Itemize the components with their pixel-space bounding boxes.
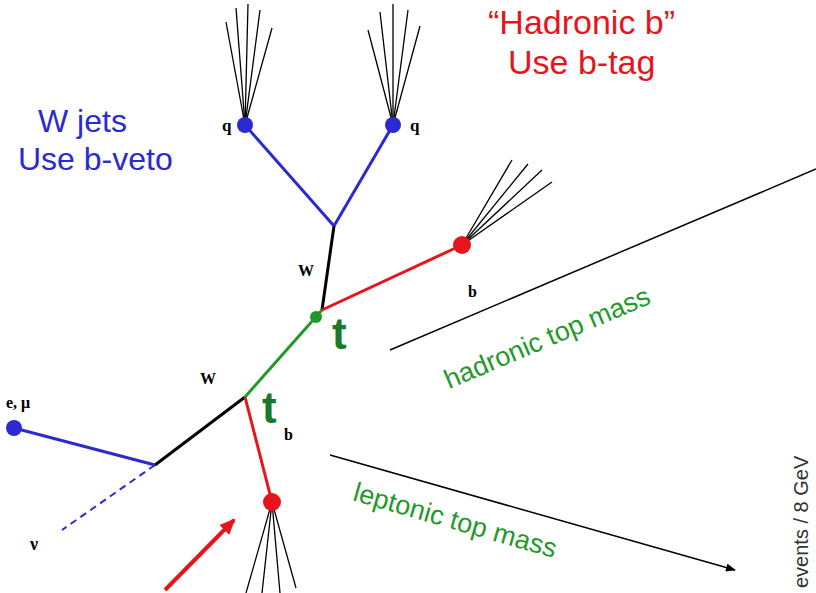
neutrino-line (62, 465, 155, 530)
particle-label: W (298, 262, 314, 280)
lepton-dot (6, 420, 22, 436)
top-label: t (262, 384, 277, 432)
quark-line (245, 125, 334, 226)
quark-dot (237, 117, 253, 133)
w-line (322, 226, 334, 310)
quark-line (334, 125, 393, 226)
particle-label: W (200, 370, 216, 388)
particle-label: q (410, 117, 419, 136)
particle-label: e, μ (6, 394, 30, 412)
annotation: Use b-veto (18, 142, 173, 177)
annotation: “Hadronic b” (488, 4, 675, 41)
particle-label: ν (30, 535, 38, 555)
pointer-arrow (330, 455, 735, 570)
b-dot (263, 493, 281, 511)
b-quark-line (322, 245, 462, 310)
particle-label: b (284, 426, 293, 444)
particle-label: q (222, 117, 231, 136)
top-line (245, 310, 322, 397)
top-label: t (332, 310, 347, 358)
annotation: Use b-tag (508, 44, 655, 81)
quark-dot (385, 117, 401, 133)
axis-title: events / 8 GeV (790, 456, 812, 588)
lepton-line (14, 428, 155, 465)
particle-label: b (468, 283, 477, 301)
annotation: W jets (38, 104, 127, 139)
red-arrow (165, 520, 234, 590)
vertex-dot (310, 311, 322, 323)
b-dot (453, 236, 471, 254)
w-line (155, 397, 245, 465)
